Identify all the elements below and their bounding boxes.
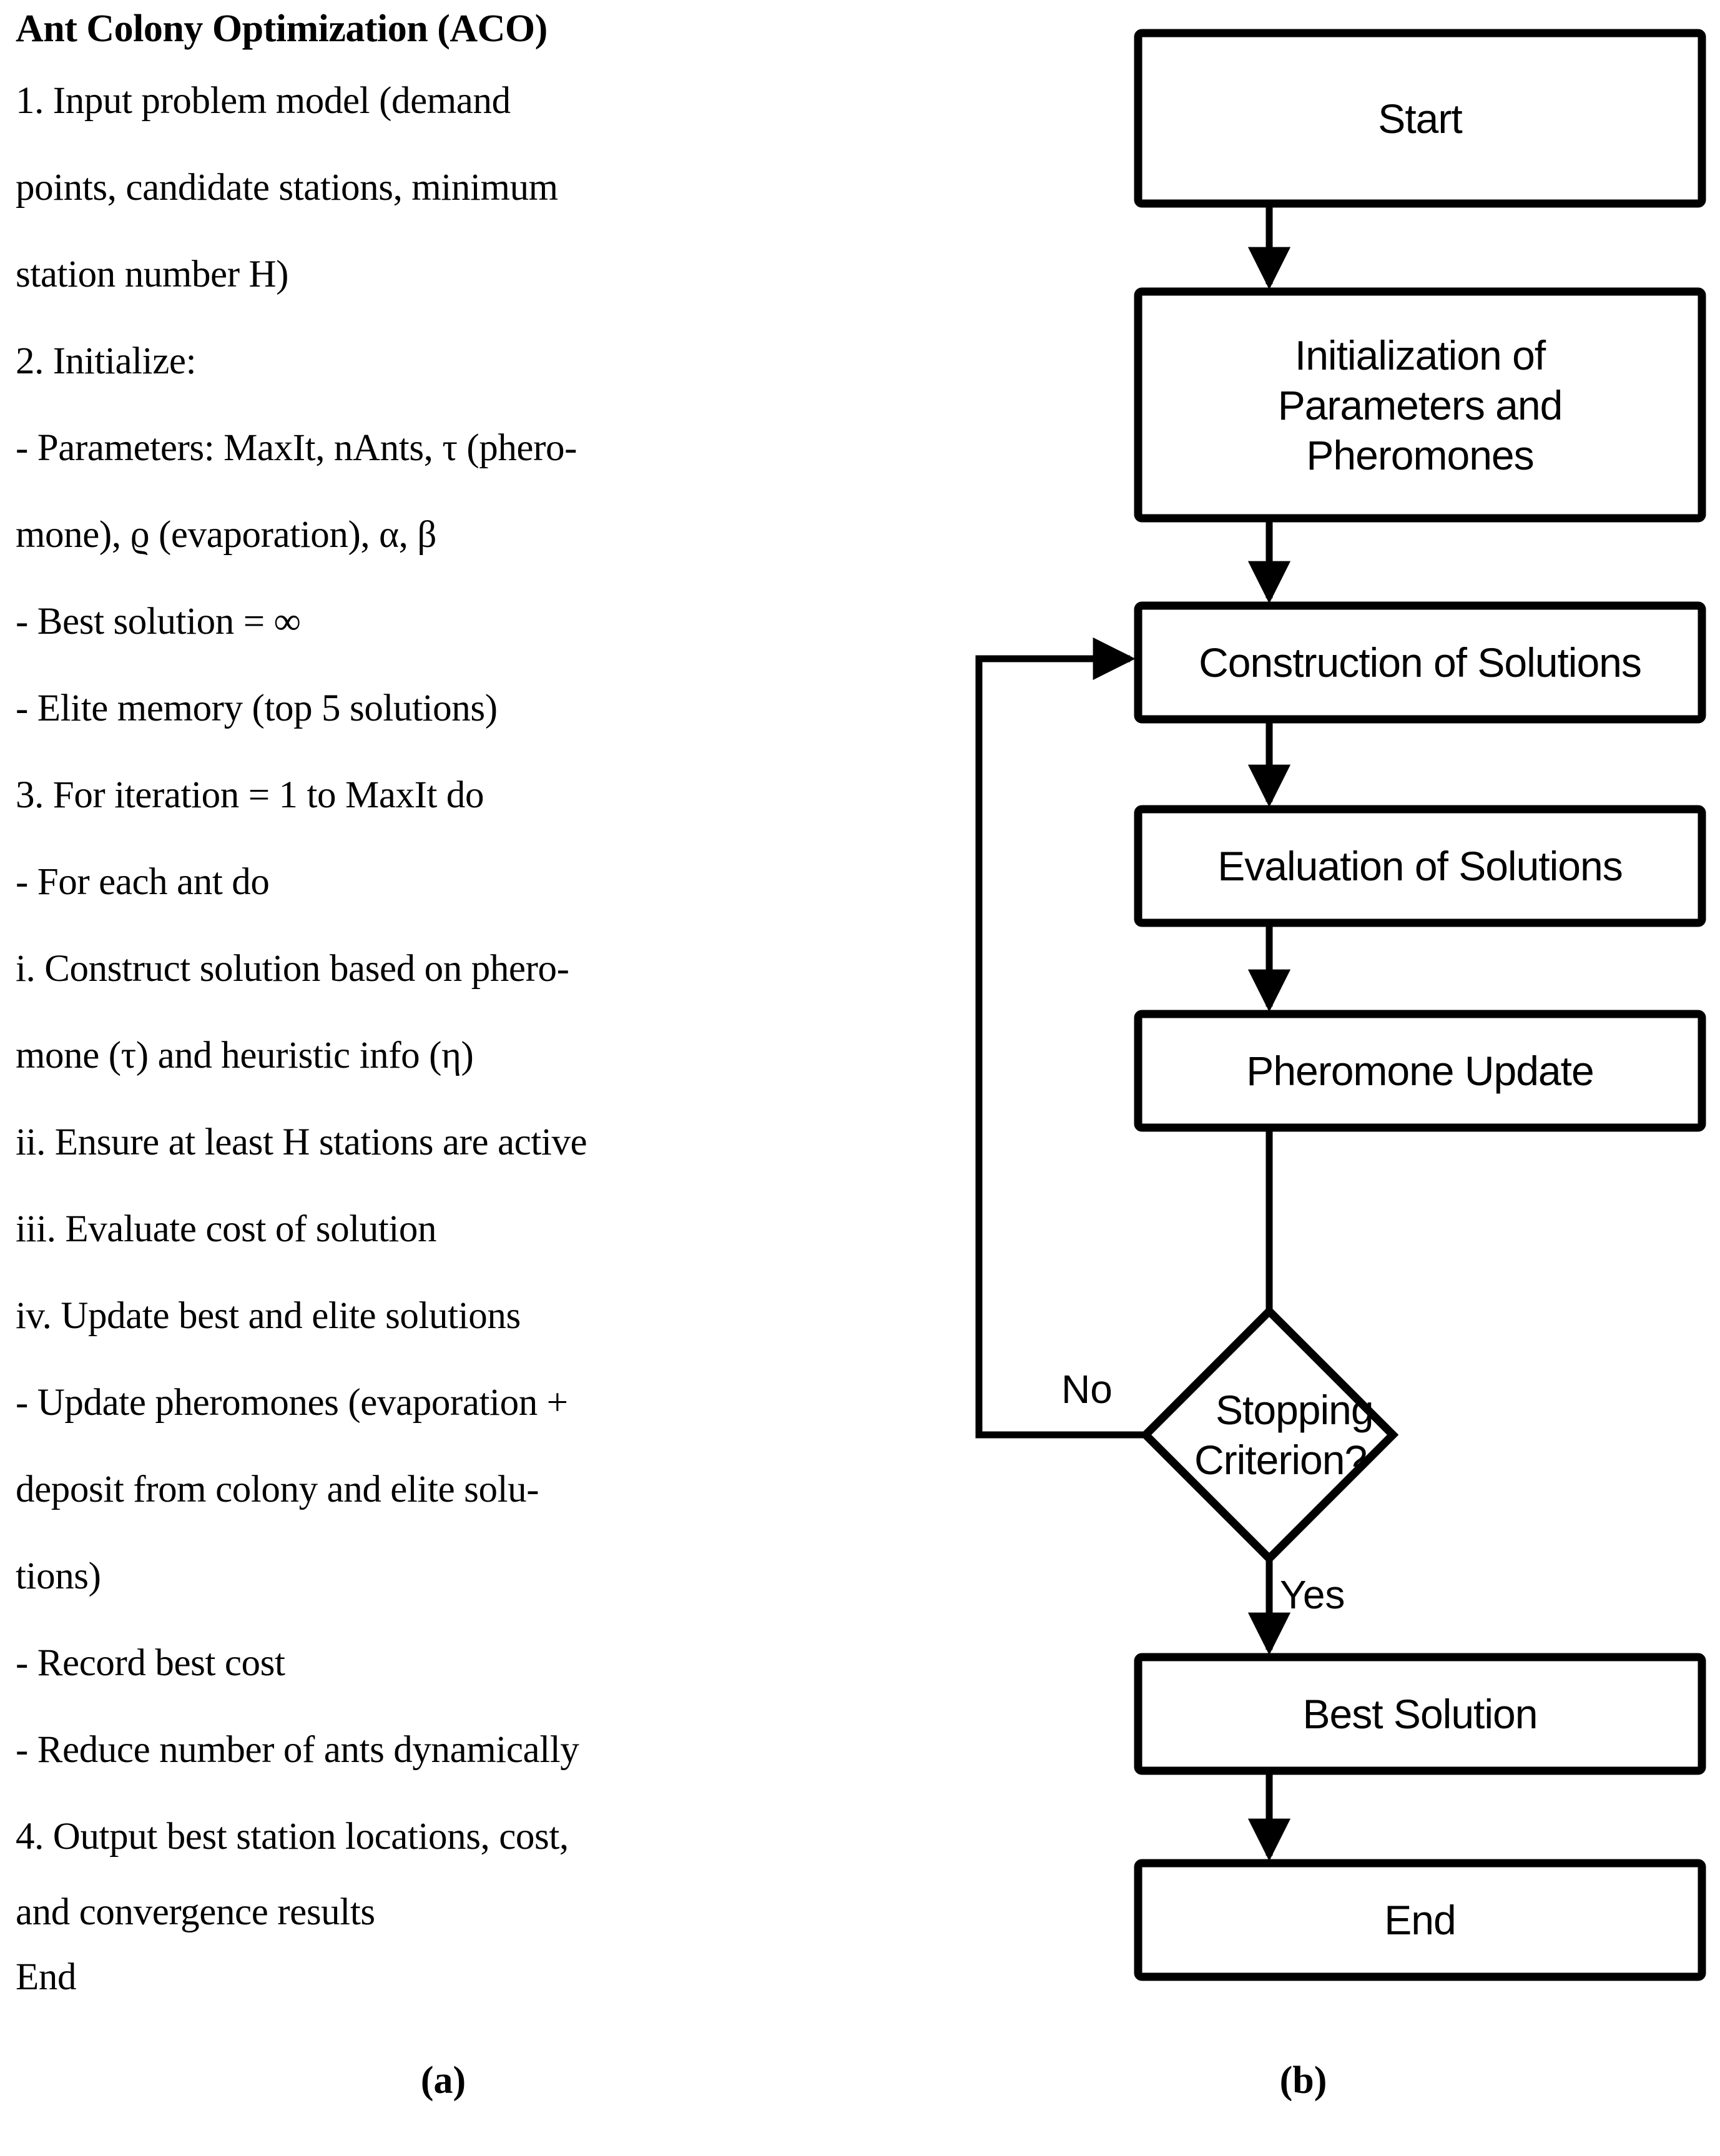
algorithm-line: 4. Output best station locations, cost, (16, 1816, 569, 1858)
algorithm-line: ii. Ensure at least H stations are activ… (16, 1121, 587, 1163)
flow-node-pheromone-update[interactable] (1134, 1010, 1706, 1132)
subfigure-label-b: (b) (1279, 2059, 1327, 2102)
algorithm-line: 3. For iteration = 1 to MaxIt do (16, 774, 484, 816)
flow-node-initialization[interactable] (1134, 287, 1706, 523)
algorithm-line: - Record best cost (16, 1642, 285, 1684)
algorithm-line: - For each ant do (16, 861, 270, 903)
flow-node-best-solution[interactable] (1134, 1653, 1706, 1775)
algorithm-line: and convergence results (16, 1891, 375, 1933)
algorithm-line: - Elite memory (top 5 solutions) (16, 687, 498, 729)
pseudocode-panel: Ant Colony Optimization (ACO) 1. Input p… (16, 7, 874, 2102)
algorithm-line: iv. Update best and elite solutions (16, 1295, 521, 1337)
subfigure-label-a: (a) (420, 2059, 466, 2102)
edge-label-no: No (1061, 1367, 1113, 1412)
edge-no-feedback-loop (975, 637, 1146, 1439)
algorithm-line: station number H) (16, 254, 289, 295)
algorithm-line: 2. Initialize: (16, 340, 197, 382)
flow-node-evaluation-of-solutions[interactable] (1134, 805, 1706, 927)
algorithm-line: - Best solution = ∞ (16, 601, 301, 642)
algorithm-line: End (16, 1956, 77, 1998)
algorithm-line: - Reduce number of ants dynamically (16, 1729, 579, 1771)
algorithm-line: - Parameters: MaxIt, nAnts, τ (phero- (16, 427, 577, 469)
algorithm-line: i. Construct solution based on phero- (16, 948, 569, 990)
flowchart-diagram (975, 29, 1706, 1981)
algorithm-line: points, candidate stations, minimum (16, 167, 558, 209)
algorithm-line: iii. Evaluate cost of solution (16, 1208, 437, 1250)
algorithm-line: 1. Input problem model (demand (16, 80, 511, 122)
algorithm-line: mone), ϱ (evaporation), α, β (16, 514, 436, 556)
algorithm-line: deposit from colony and elite solu- (16, 1469, 539, 1510)
flow-node-construction-of-solutions[interactable] (1134, 601, 1706, 724)
algorithm-title: Ant Colony Optimization (ACO) (16, 7, 548, 50)
algorithm-line: tions) (16, 1555, 101, 1597)
flowchart-panel: Start Initialization of Parameters and P… (887, 0, 1720, 2156)
flow-node-start[interactable] (1134, 29, 1706, 208)
algorithm-line: - Update pheromones (evaporation + (16, 1382, 568, 1424)
algorithm-steps-list: 1. Input problem model (demand points, c… (16, 57, 874, 2010)
flow-node-end[interactable] (1134, 1859, 1706, 1981)
edge-label-yes: Yes (1280, 1572, 1345, 1617)
algorithm-line: mone (τ) and heuristic info (η) (16, 1035, 474, 1076)
flow-node-stopping-criterion[interactable] (1139, 1305, 1399, 1565)
